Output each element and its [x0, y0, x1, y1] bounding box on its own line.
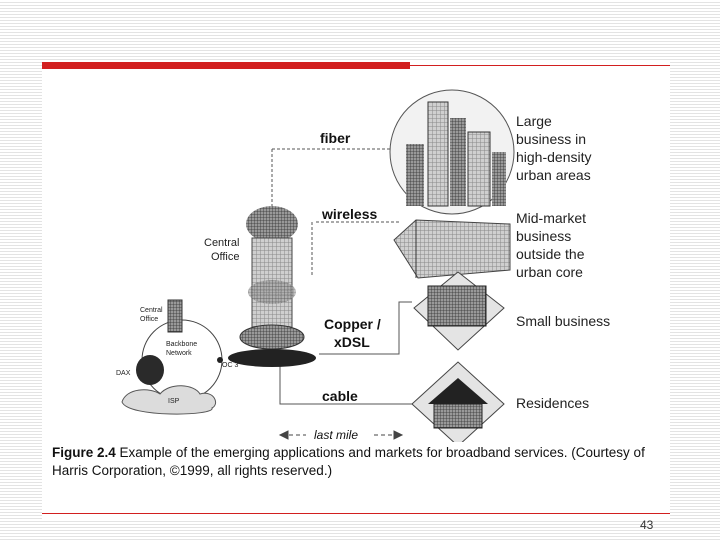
mid-market-label: Mid-market business outside the urban co… — [516, 209, 586, 281]
central-office-tower — [228, 206, 316, 367]
backbone-line-1: Backbone — [166, 340, 197, 349]
large-line-4: urban areas — [516, 166, 592, 184]
oc3-label: OC 3 — [222, 362, 238, 369]
isp-label: ISP — [168, 398, 179, 405]
figure-caption: Figure 2.4 Example of the emerging appli… — [52, 444, 677, 480]
backbone-network-label: Backbone Network — [166, 340, 197, 358]
residence-image — [412, 362, 504, 442]
mid-line-3: outside the — [516, 245, 586, 263]
title-rule-thin — [410, 65, 670, 66]
residences-label: Residences — [516, 394, 589, 412]
small-central-office-label: Central Office — [140, 306, 163, 324]
small-co-line-2: Office — [140, 315, 163, 324]
xdsl-label: xDSL — [334, 334, 370, 350]
mid-line-4: urban core — [516, 263, 586, 281]
fiber-label: fiber — [320, 130, 350, 146]
copper-label: Copper / — [324, 316, 381, 332]
small-business-image — [414, 272, 504, 350]
central-office-line-2: Office — [204, 250, 239, 264]
large-line-2: business in — [516, 130, 592, 148]
large-business-image — [390, 90, 514, 214]
title-rule-accent — [42, 62, 410, 69]
mid-market-image — [394, 220, 510, 278]
small-business-label: Small business — [516, 312, 610, 330]
last-mile-label: last mile — [314, 428, 358, 442]
large-business-label: Large business in high-density urban are… — [516, 112, 592, 184]
cable-label: cable — [322, 388, 358, 404]
caption-label: Figure 2.4 — [52, 445, 116, 460]
central-office-line-1: Central — [204, 236, 239, 250]
mid-line-2: business — [516, 227, 586, 245]
central-office-label: Central Office — [204, 236, 239, 264]
broadband-figure: fiber wireless Copper / xDSL cable Large… — [44, 82, 676, 490]
mid-line-1: Mid-market — [516, 209, 586, 227]
footer-rule — [42, 513, 670, 514]
wireless-label: wireless — [322, 206, 377, 222]
small-co-line-1: Central — [140, 306, 163, 315]
caption-text: Example of the emerging applications and… — [52, 445, 645, 478]
large-line-1: Large — [516, 112, 592, 130]
large-line-3: high-density — [516, 148, 592, 166]
dax-label: DAX — [116, 370, 130, 377]
page-number: 43 — [640, 518, 653, 532]
backbone-line-2: Network — [166, 349, 197, 358]
